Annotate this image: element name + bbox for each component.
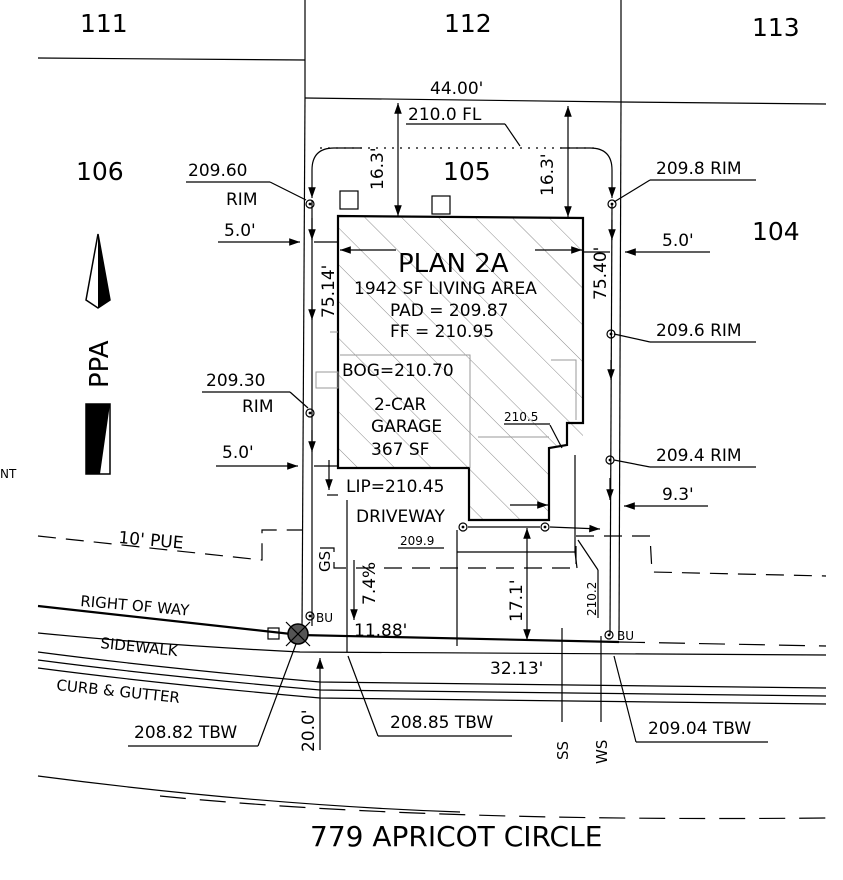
side-setback-left-upper: 5.0' [224, 221, 256, 241]
depth-left: 75.14' [319, 265, 339, 318]
pue-label: 10' PUE [118, 528, 185, 554]
lot-number-113: 113 [752, 13, 800, 42]
side-setback-right-lower: 9.3' [662, 485, 694, 505]
lot-boundaries [37, 0, 827, 641]
driveway-slope: 7.4% [360, 562, 380, 605]
rim-left-top-value: 209.60 [188, 161, 247, 181]
north-arrow-label: PPA [85, 340, 115, 388]
pad-elevation: PAD = 209.87 [390, 301, 508, 321]
lot-number-106: 106 [76, 157, 124, 186]
garage-label-2: GARAGE [371, 417, 442, 437]
rim-left-top-label: RIM [226, 190, 258, 210]
garage-label-1: 2-CAR [374, 395, 426, 415]
rim-right-top: 209.8 RIM [656, 159, 742, 179]
elev-210-2: 210.2 [585, 582, 599, 616]
bu-left: BU [316, 611, 333, 625]
gs-label: GS [316, 551, 334, 572]
rim-right-mid: 209.6 RIM [656, 321, 742, 341]
frontage-dimension: 11.88' [354, 621, 407, 641]
bu-right: BU [617, 629, 634, 643]
driveway-depth: 17.1' [507, 579, 527, 622]
street-frontage-lines [37, 604, 827, 820]
street-name: 779 APRICOT CIRCLE [310, 820, 602, 853]
ff-elevation: FF = 210.95 [390, 322, 494, 342]
elev-210-5: 210.5 [504, 410, 538, 424]
lot-number-104: 104 [752, 217, 800, 246]
lip-elevation: LIP=210.45 [346, 477, 444, 497]
rear-setback-left: 16.3' [368, 147, 388, 190]
side-setback-right-upper: 5.0' [662, 231, 694, 251]
living-area: 1942 SF LIVING AREA [354, 279, 537, 299]
bog-elevation: BOG=210.70 [342, 361, 454, 381]
right-of-way-label: RIGHT OF WAY [80, 592, 191, 620]
driveway-label: DRIVEWAY [356, 507, 445, 527]
elev-209-9: 209.9 [400, 534, 434, 548]
hydrant-symbol [267, 621, 311, 647]
tbw-left: 208.82 TBW [134, 723, 237, 743]
tbw-right: 209.04 TBW [648, 719, 751, 739]
sidewalk-label: SIDEWALK [100, 634, 180, 660]
north-arrow-icon: PPA [85, 233, 115, 475]
garage-area: 367 SF [371, 440, 429, 460]
lot-number-111: 111 [80, 9, 128, 38]
house-footprint [315, 214, 585, 522]
depth-right: 75.40' [591, 247, 611, 300]
rim-right-low: 209.4 RIM [656, 446, 742, 466]
edge-text: NT [0, 467, 17, 481]
rim-left-mid-value: 209.30 [206, 371, 265, 391]
ss-label: SS [554, 741, 572, 760]
rim-left-mid-label: RIM [242, 397, 274, 417]
curb-gutter-label: CURB & GUTTER [56, 676, 181, 707]
tbw-center: 208.85 TBW [390, 713, 493, 733]
rear-width-dimension: 44.00' [430, 79, 483, 99]
plan-name: PLAN 2A [398, 249, 509, 279]
driveway-outline [346, 455, 578, 652]
front-setback: 20.0' [299, 709, 319, 752]
rear-setback-right: 16.3' [538, 153, 558, 196]
front-width-dimension: 32.13' [490, 659, 543, 679]
lot-number-112: 112 [444, 9, 492, 38]
lot-number-105: 105 [443, 157, 491, 186]
ws-label: WS [593, 740, 611, 764]
rear-fl-elevation: 210.0 FL [408, 105, 482, 125]
drain-inlets [305, 199, 617, 640]
side-setback-left-lower: 5.0' [222, 443, 254, 463]
